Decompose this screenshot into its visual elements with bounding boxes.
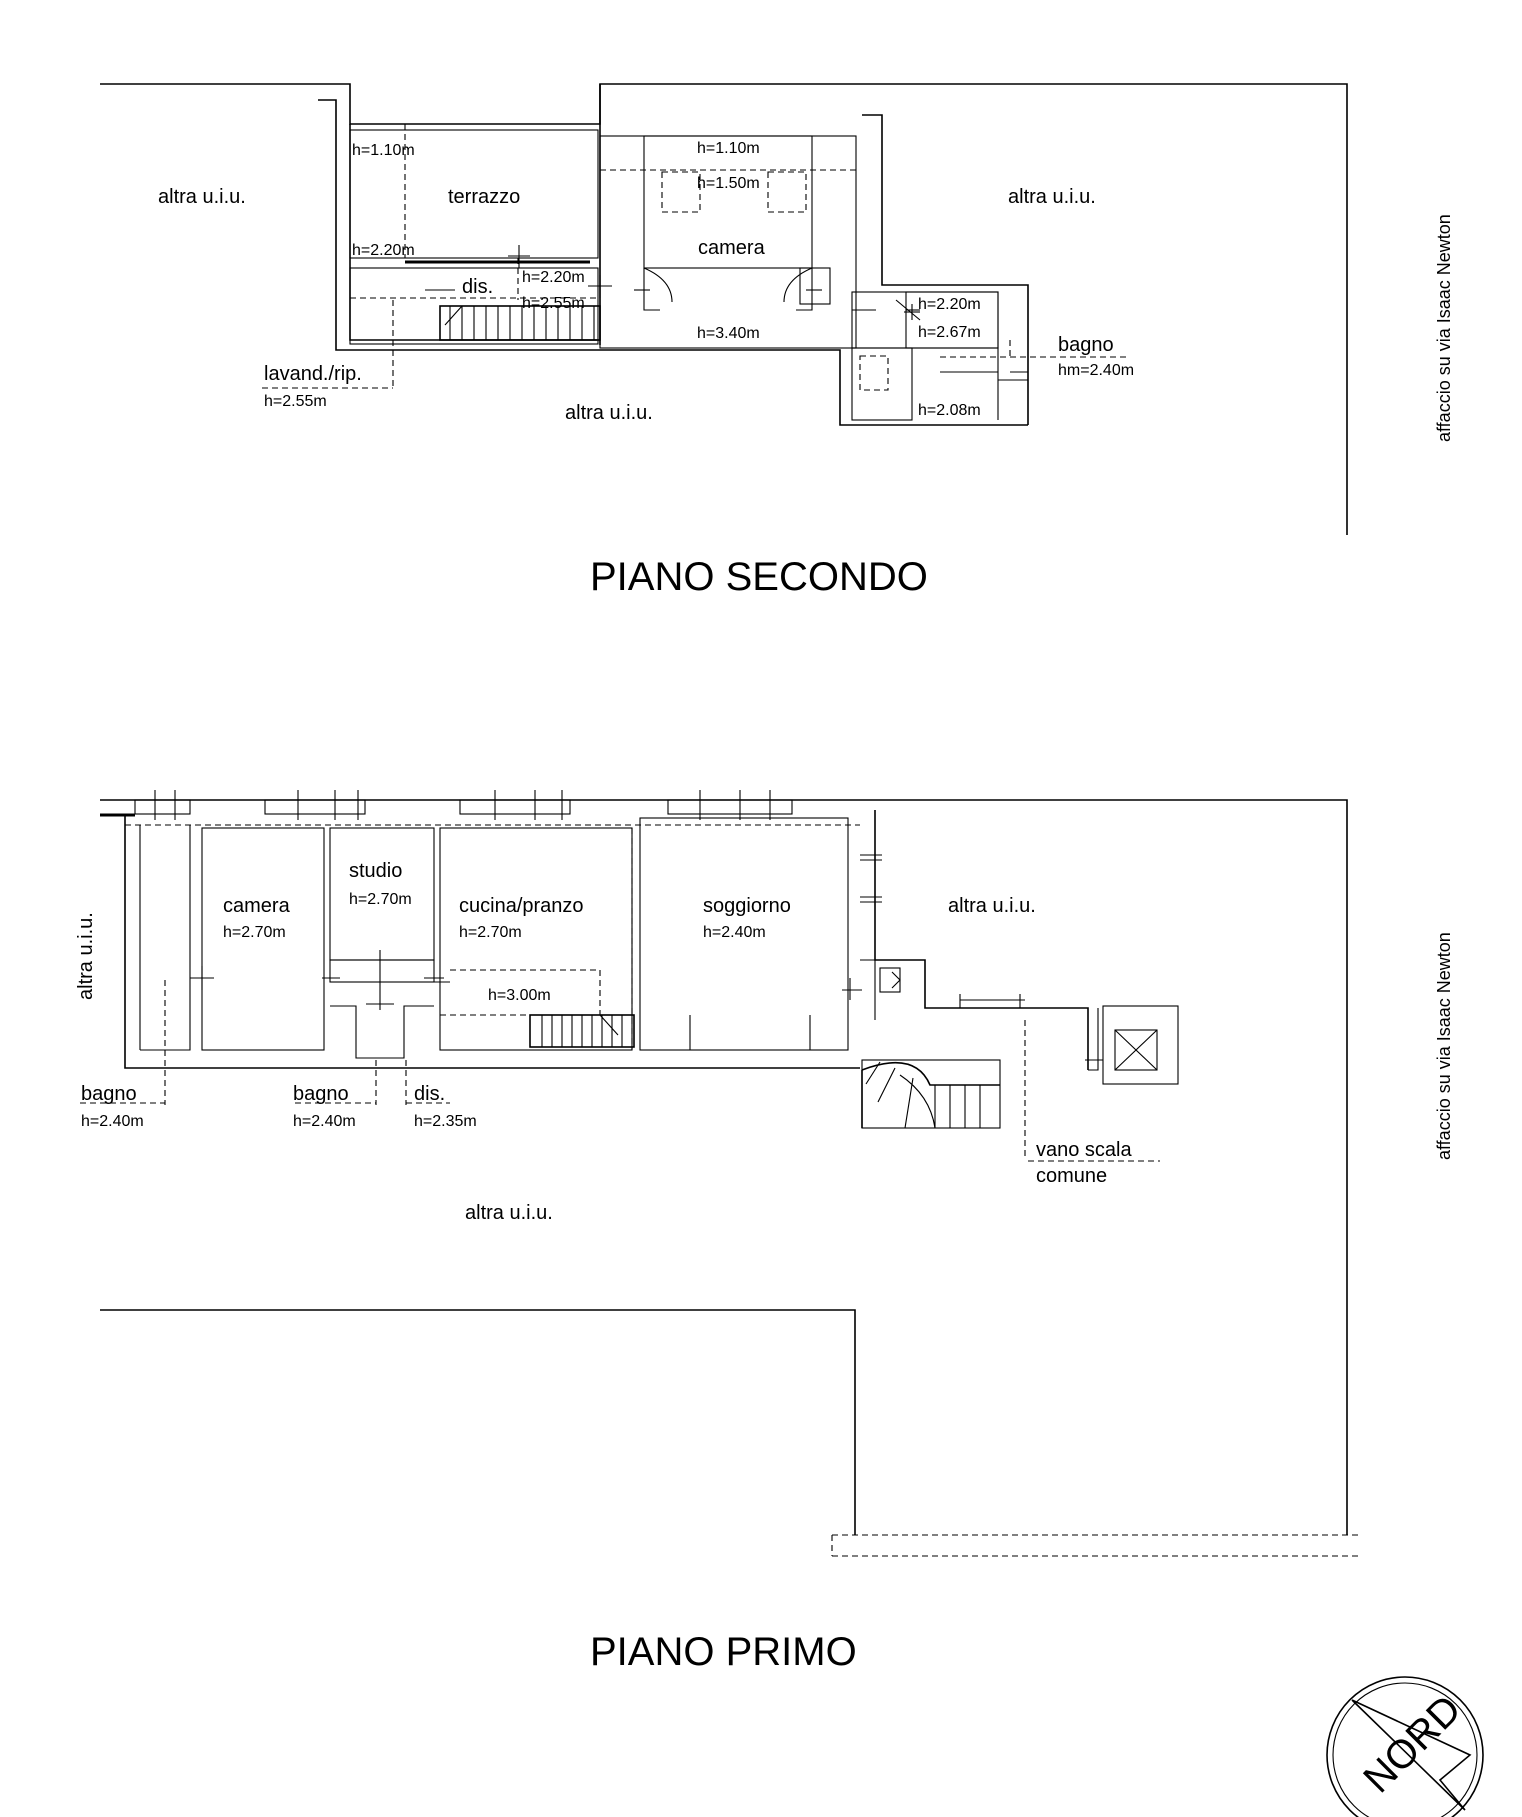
bagno-height-c: h=2.08m	[918, 402, 981, 419]
bagno-height-a: h=2.20m	[918, 296, 981, 313]
lower-bagno1-label: bagno	[81, 1083, 137, 1105]
lower-cucina-stair-height: h=3.00m	[488, 987, 551, 1004]
upper-stair	[262, 245, 612, 390]
lower-street-side: affaccio su via Isaac Newton	[1434, 932, 1454, 1160]
lower-altra-bottom: altra u.i.u.	[465, 1202, 553, 1224]
upper-altra-left: altra u.i.u.	[158, 186, 246, 208]
lower-dis-height: h=2.35m	[414, 1113, 477, 1130]
camera-height-mid: h=1.50m	[697, 175, 760, 192]
lower-vano-scala-label: vano scala	[1036, 1139, 1132, 1161]
upper-street-side: affaccio su via Isaac Newton	[1434, 214, 1454, 442]
lavand-height: h=2.55m	[264, 393, 327, 410]
lower-bagno1-height: h=2.40m	[81, 1113, 144, 1130]
lower-cucina-label: cucina/pranzo	[459, 895, 584, 917]
lower-bagno2-label: bagno	[293, 1083, 349, 1105]
upper-floor-title: PIANO SECONDO	[590, 555, 928, 599]
compass-label: NORD	[1355, 1687, 1469, 1801]
lower-floor-title: PIANO PRIMO	[590, 1630, 857, 1674]
bagno-height-b: h=2.67m	[918, 324, 981, 341]
lower-studio-height: h=2.70m	[349, 891, 412, 908]
lower-camera-label: camera	[223, 895, 291, 917]
upper-lavand-label: lavand./rip.	[264, 363, 362, 385]
lower-rooms	[80, 817, 862, 1105]
upper-camera-walls	[599, 135, 857, 349]
lower-windows	[125, 790, 860, 826]
compass-rose: NORD	[1326, 1676, 1484, 1817]
upper-altra-bottom: altra u.i.u.	[565, 402, 653, 424]
lower-floor-plan: altra u.i.u. camera h=2.70m studio h=2.7…	[75, 790, 1454, 1674]
upper-altra-right: altra u.i.u.	[1008, 186, 1096, 208]
upper-camera-label: camera	[698, 237, 766, 259]
lower-dis-label: dis.	[414, 1083, 445, 1105]
bagno-height-hm: hm=2.40m	[1058, 362, 1134, 379]
terrazzo-height-top: h=1.10m	[352, 142, 415, 159]
lower-soggiorno-label: soggiorno	[703, 895, 791, 917]
lower-common-stair	[860, 810, 1179, 1162]
upper-floor-plan: altra u.i.u. terrazzo camera altra u.i.u…	[100, 83, 1454, 599]
lower-altra-left: altra u.i.u.	[75, 912, 97, 1000]
upper-dis-label: dis.	[462, 276, 493, 298]
camera-height-top: h=1.10m	[697, 140, 760, 157]
upper-bagno-label: bagno	[1058, 334, 1114, 356]
lower-soggiorno-height: h=2.40m	[703, 924, 766, 941]
lower-bagno2-height: h=2.40m	[293, 1113, 356, 1130]
lower-comune-label: comune	[1036, 1165, 1107, 1187]
lower-studio-label: studio	[349, 860, 402, 882]
dis-height-a: h=2.20m	[522, 269, 585, 286]
upper-bagno-walls	[851, 114, 1130, 425]
lower-cucina-height: h=2.70m	[459, 924, 522, 941]
dis-height-b: h=2.55m	[522, 295, 585, 312]
upper-terrazzo-label: terrazzo	[448, 186, 520, 208]
terrazzo-height-bottom: h=2.20m	[352, 242, 415, 259]
lower-altra-right: altra u.i.u.	[948, 895, 1036, 917]
camera-height-bottom: h=3.40m	[697, 325, 760, 342]
terrazzo-walls	[349, 124, 599, 264]
lower-camera-height: h=2.70m	[223, 924, 286, 941]
